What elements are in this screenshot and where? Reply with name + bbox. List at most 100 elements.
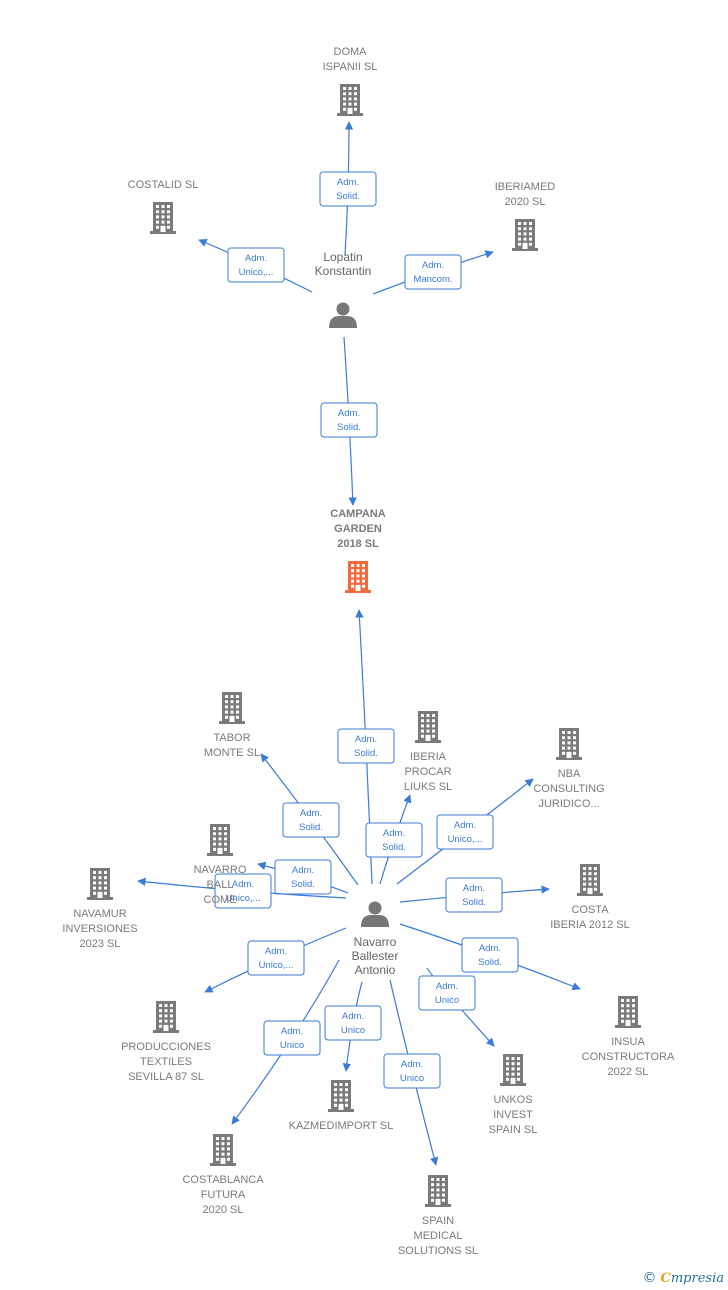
edge[interactable]: Adm. Solid. xyxy=(320,336,378,506)
building-icon xyxy=(345,561,371,593)
building-icon xyxy=(210,1134,236,1166)
edge[interactable]: Adm.Mancom. xyxy=(372,250,494,295)
role-badge[interactable] xyxy=(319,171,377,207)
role-badge[interactable] xyxy=(436,814,494,850)
building-icon xyxy=(615,996,641,1028)
company-node[interactable]: COSTA IBERIA 2012 SL xyxy=(550,864,630,931)
role-badge[interactable] xyxy=(320,402,378,438)
role-badge[interactable] xyxy=(247,940,305,976)
role-label: Adm. xyxy=(355,734,377,745)
edge[interactable]: Adm.Unico,... xyxy=(396,778,534,885)
role-badge[interactable] xyxy=(418,975,476,1011)
role-badge[interactable] xyxy=(337,728,395,764)
role-label: Adm. xyxy=(401,1059,423,1070)
company-node[interactable]: NBACONSULTINGJURIDICO... xyxy=(533,728,605,810)
edge[interactable]: Adm.Unico xyxy=(418,967,495,1047)
company-node[interactable]: DOMA ISPANII SL xyxy=(323,46,378,116)
role-badge[interactable] xyxy=(461,937,519,973)
edge[interactable]: Adm.Solid. xyxy=(319,121,377,256)
edge[interactable]: Adm.Solid. xyxy=(399,923,581,991)
edge[interactable]: Adm.Unico,... xyxy=(204,927,347,993)
edges-layer: Adm.Solid.Adm.Unico,...Adm.Mancom.Adm.So… xyxy=(137,121,581,1166)
node-label: 2020 SL xyxy=(505,196,546,208)
edge[interactable]: Adm. Unico xyxy=(383,979,441,1166)
role-badge[interactable] xyxy=(214,873,272,909)
company-node[interactable]: COSTALID SL xyxy=(128,179,199,234)
building-icon xyxy=(337,84,363,116)
role-label: Adm. xyxy=(232,879,254,890)
node-label: GARDEN xyxy=(334,523,382,535)
role-badge[interactable] xyxy=(383,1053,441,1089)
role-label: Adm. xyxy=(436,981,458,992)
role-label: Unico xyxy=(280,1040,304,1051)
node-label: NAVAMUR xyxy=(73,908,126,920)
role-badge[interactable] xyxy=(404,254,462,290)
node-label: SEVILLA 87 SL xyxy=(128,1071,204,1083)
node-label: UNKOS xyxy=(493,1094,532,1106)
building-icon xyxy=(219,692,245,724)
edge[interactable]: Adm. Solid. xyxy=(260,753,359,886)
role-label: Adm. xyxy=(463,883,485,894)
node-label: Konstantin xyxy=(315,264,372,278)
edge[interactable]: Adm.Solid. xyxy=(365,794,423,885)
role-badge[interactable] xyxy=(274,859,332,895)
role-label: Adm. xyxy=(338,408,360,419)
node-label: ISPANII SL xyxy=(323,61,378,73)
edge[interactable]: Adm. Solid. xyxy=(257,859,349,895)
edge[interactable]: Adm.Solid. xyxy=(399,877,550,913)
building-icon xyxy=(207,824,233,856)
building-icon xyxy=(150,202,176,234)
node-label: Lopatin xyxy=(323,250,362,264)
node-label: JURIDICO... xyxy=(538,798,599,810)
role-label: Mancom. xyxy=(413,274,452,285)
role-label: Adm. xyxy=(292,865,314,876)
node-label: SPAIN SL xyxy=(489,1124,538,1136)
role-badge[interactable] xyxy=(445,877,503,913)
footer-brand[interactable]: ©Cmpresia xyxy=(643,1270,725,1286)
role-label: Adm. xyxy=(342,1011,364,1022)
person-icon xyxy=(361,901,389,927)
node-label: BALL xyxy=(207,879,234,891)
node-label: LIUKS SL xyxy=(404,781,452,793)
building-icon xyxy=(577,864,603,896)
edge[interactable]: Adm.Unico,... xyxy=(198,239,313,293)
role-label: Adm. xyxy=(300,808,322,819)
role-label: Unico xyxy=(400,1073,424,1084)
node-label: DOMA xyxy=(334,46,368,58)
node-label: 2018 SL xyxy=(337,538,379,550)
role-badge[interactable] xyxy=(365,822,423,858)
node-label: IBERIA 2012 SL xyxy=(550,919,630,931)
node-label: COSTA xyxy=(571,904,609,916)
role-label: Solid. xyxy=(337,422,361,433)
edge[interactable]: Adm.Unico xyxy=(231,959,340,1125)
role-label: Solid. xyxy=(299,822,323,833)
node-label: MEDICAL xyxy=(414,1230,463,1242)
role-badge[interactable] xyxy=(282,802,340,838)
role-label: Solid. xyxy=(291,879,315,890)
role-badge[interactable] xyxy=(263,1020,321,1056)
company-node[interactable]: KAZMEDIMPORT SL xyxy=(289,1080,394,1132)
building-icon xyxy=(87,868,113,900)
role-badge[interactable] xyxy=(324,1005,382,1041)
edge[interactable]: Adm.Unico,... xyxy=(137,873,347,909)
building-icon xyxy=(415,711,441,743)
person-icon xyxy=(329,302,357,328)
edge[interactable]: Adm.Unico xyxy=(324,981,382,1072)
role-badge[interactable] xyxy=(227,247,285,283)
role-label: Adm. xyxy=(479,943,501,954)
